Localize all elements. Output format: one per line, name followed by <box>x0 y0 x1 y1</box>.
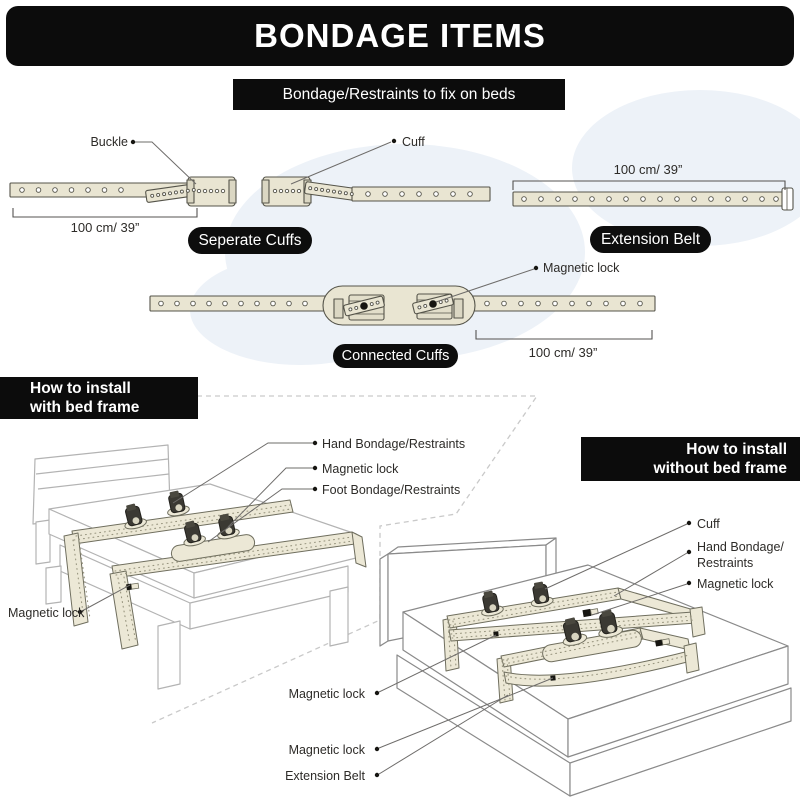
foot-bondage-label: Foot Bondage/Restraints <box>322 483 461 497</box>
hand-bondage-label: Hand Bondage/Restraints <box>322 437 466 451</box>
bed-without-frame-strap-holes <box>447 591 696 701</box>
page-title: BONDAGE ITEMS <box>254 17 546 54</box>
connected-cuffs-holes <box>158 298 643 312</box>
extension-belt-length-label: 100 cm/ 39” <box>613 162 683 177</box>
extension-belt-pill: Extension Belt <box>590 226 711 253</box>
extension-belt-product <box>512 187 794 211</box>
bed-without-frame-cuffs <box>481 581 671 681</box>
magnetic-lock-label: Magnetic lock <box>322 462 399 476</box>
magnetic-lock-label: Magnetic lock <box>288 743 365 757</box>
connected-cuffs-length-label: 100 cm/ 39” <box>528 345 598 360</box>
buckle-label: Buckle <box>90 135 128 149</box>
magnetic-lock-label: Magnetic lock <box>543 261 620 275</box>
bed-with-frame-strap-holes <box>72 504 354 645</box>
magnetic-lock-tag <box>655 638 671 647</box>
with-bed-frame-heading: How to install with bed frame <box>0 377 198 419</box>
leader-dots <box>77 138 692 778</box>
magnetic-lock-tag <box>126 582 140 591</box>
subtitle-banner: Bondage/Restraints to fix on beds <box>233 79 565 110</box>
extension-belt-holes <box>521 196 779 202</box>
cuff-label: Cuff <box>402 135 425 149</box>
magnetic-lock-label: Magnetic lock <box>697 577 774 591</box>
cuff-label: Cuff <box>697 517 720 531</box>
hand-bondage-label: Hand Bondage/ Restraints <box>697 540 784 570</box>
measurement-brackets <box>12 180 786 340</box>
magnetic-lock-label: Magnetic lock <box>8 606 85 620</box>
magnetic-lock-label: Magnetic lock <box>288 687 365 701</box>
connected-cuffs-magnetic-locks <box>360 300 437 310</box>
separate-cuffs-holes <box>19 186 473 198</box>
bed-with-frame-cuffs <box>124 490 240 591</box>
separate-cuffs-length-label: 100 cm/ 39” <box>70 220 140 235</box>
connected-cuffs-product <box>149 285 656 326</box>
page-title-bar: BONDAGE ITEMS <box>6 6 794 66</box>
without-bed-frame-heading: How to install without bed frame <box>581 437 800 481</box>
extension-belt-label: Extension Belt <box>285 769 365 783</box>
connected-cuffs-pill: Connected Cuffs <box>333 344 458 368</box>
separate-cuffs-pill: Seperate Cuffs <box>188 227 312 254</box>
leader-lines <box>81 141 688 775</box>
